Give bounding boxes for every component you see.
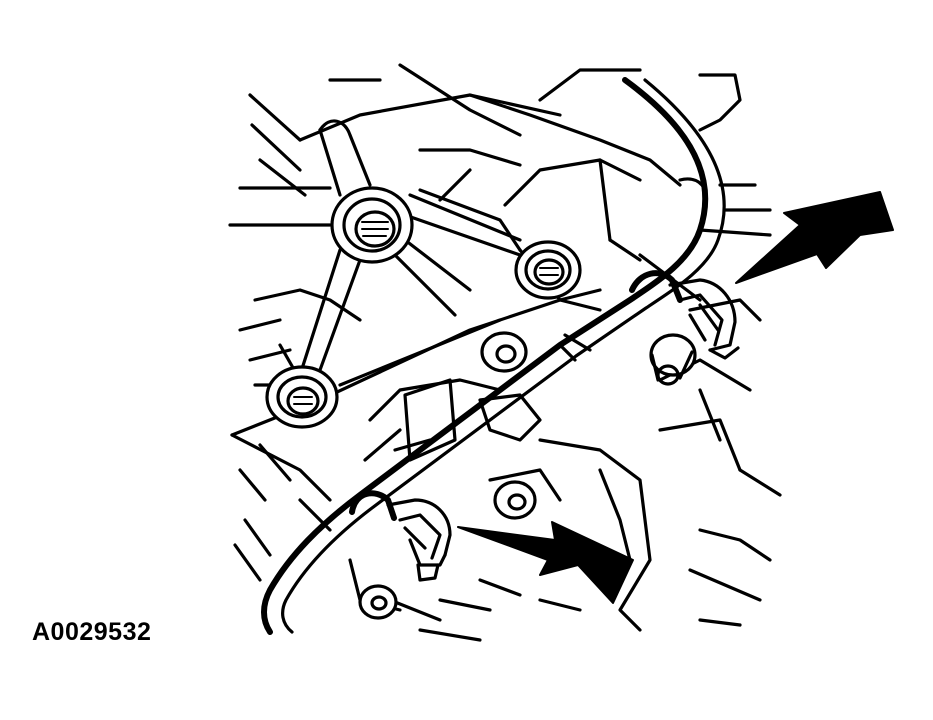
lower-arrow [457,521,634,604]
stud-center [480,331,528,373]
bolt-boss-center [514,240,582,300]
stud-bottom [358,584,398,620]
bolt-boss-lower [265,365,339,429]
figure-reference-id: A0029532 [32,618,152,646]
stud-lower [493,480,537,520]
stud-right [649,333,697,386]
lower-connector-clip [349,490,452,582]
upper-arrow [735,191,894,284]
wiring-harness [261,77,726,635]
bolt-boss-upper [330,186,414,264]
upper-connector-clip [629,270,740,360]
mounting-bracket [278,119,522,387]
